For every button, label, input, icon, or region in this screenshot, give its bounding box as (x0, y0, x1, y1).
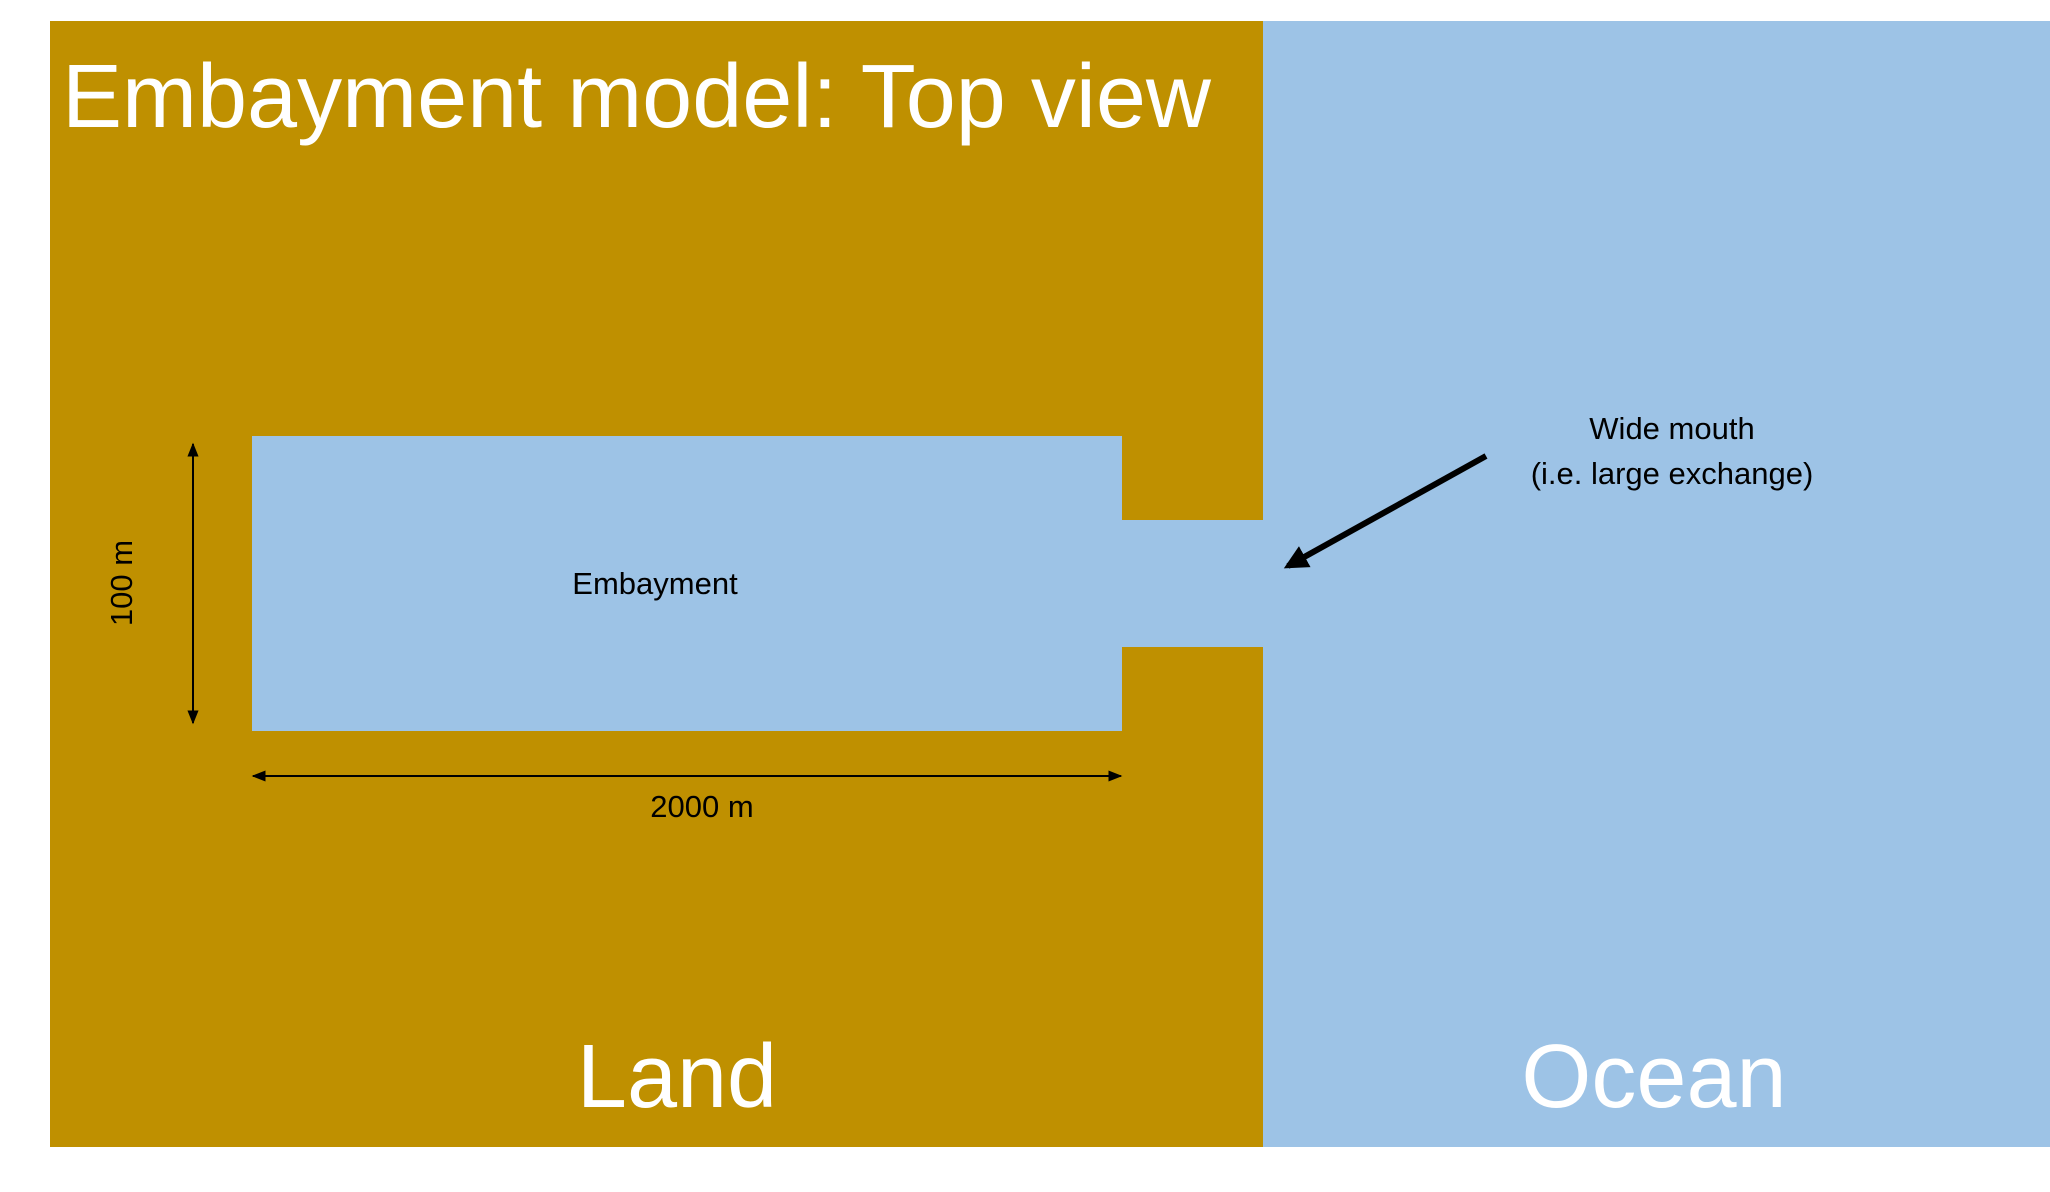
mouth-callout-line1: Wide mouth (1589, 411, 1755, 446)
mouth-callout-line2: (i.e. large exchange) (1530, 456, 1814, 491)
ocean-region (1263, 21, 2050, 1147)
land-label: Land (576, 1027, 778, 1127)
diagram-title: Embayment model: Top view (62, 47, 1211, 147)
mouth-callout: Wide mouth (i.e. large exchange) (1472, 406, 1872, 496)
ocean-label: Ocean (1521, 1027, 1787, 1127)
length-dimension-label: 2000 m (650, 789, 754, 824)
embayment-mouth-channel (1121, 520, 1264, 647)
mouth-pointer-arrow (1283, 453, 1488, 569)
embayment-basin (252, 436, 1122, 731)
embayment-label: Embayment (572, 566, 738, 601)
